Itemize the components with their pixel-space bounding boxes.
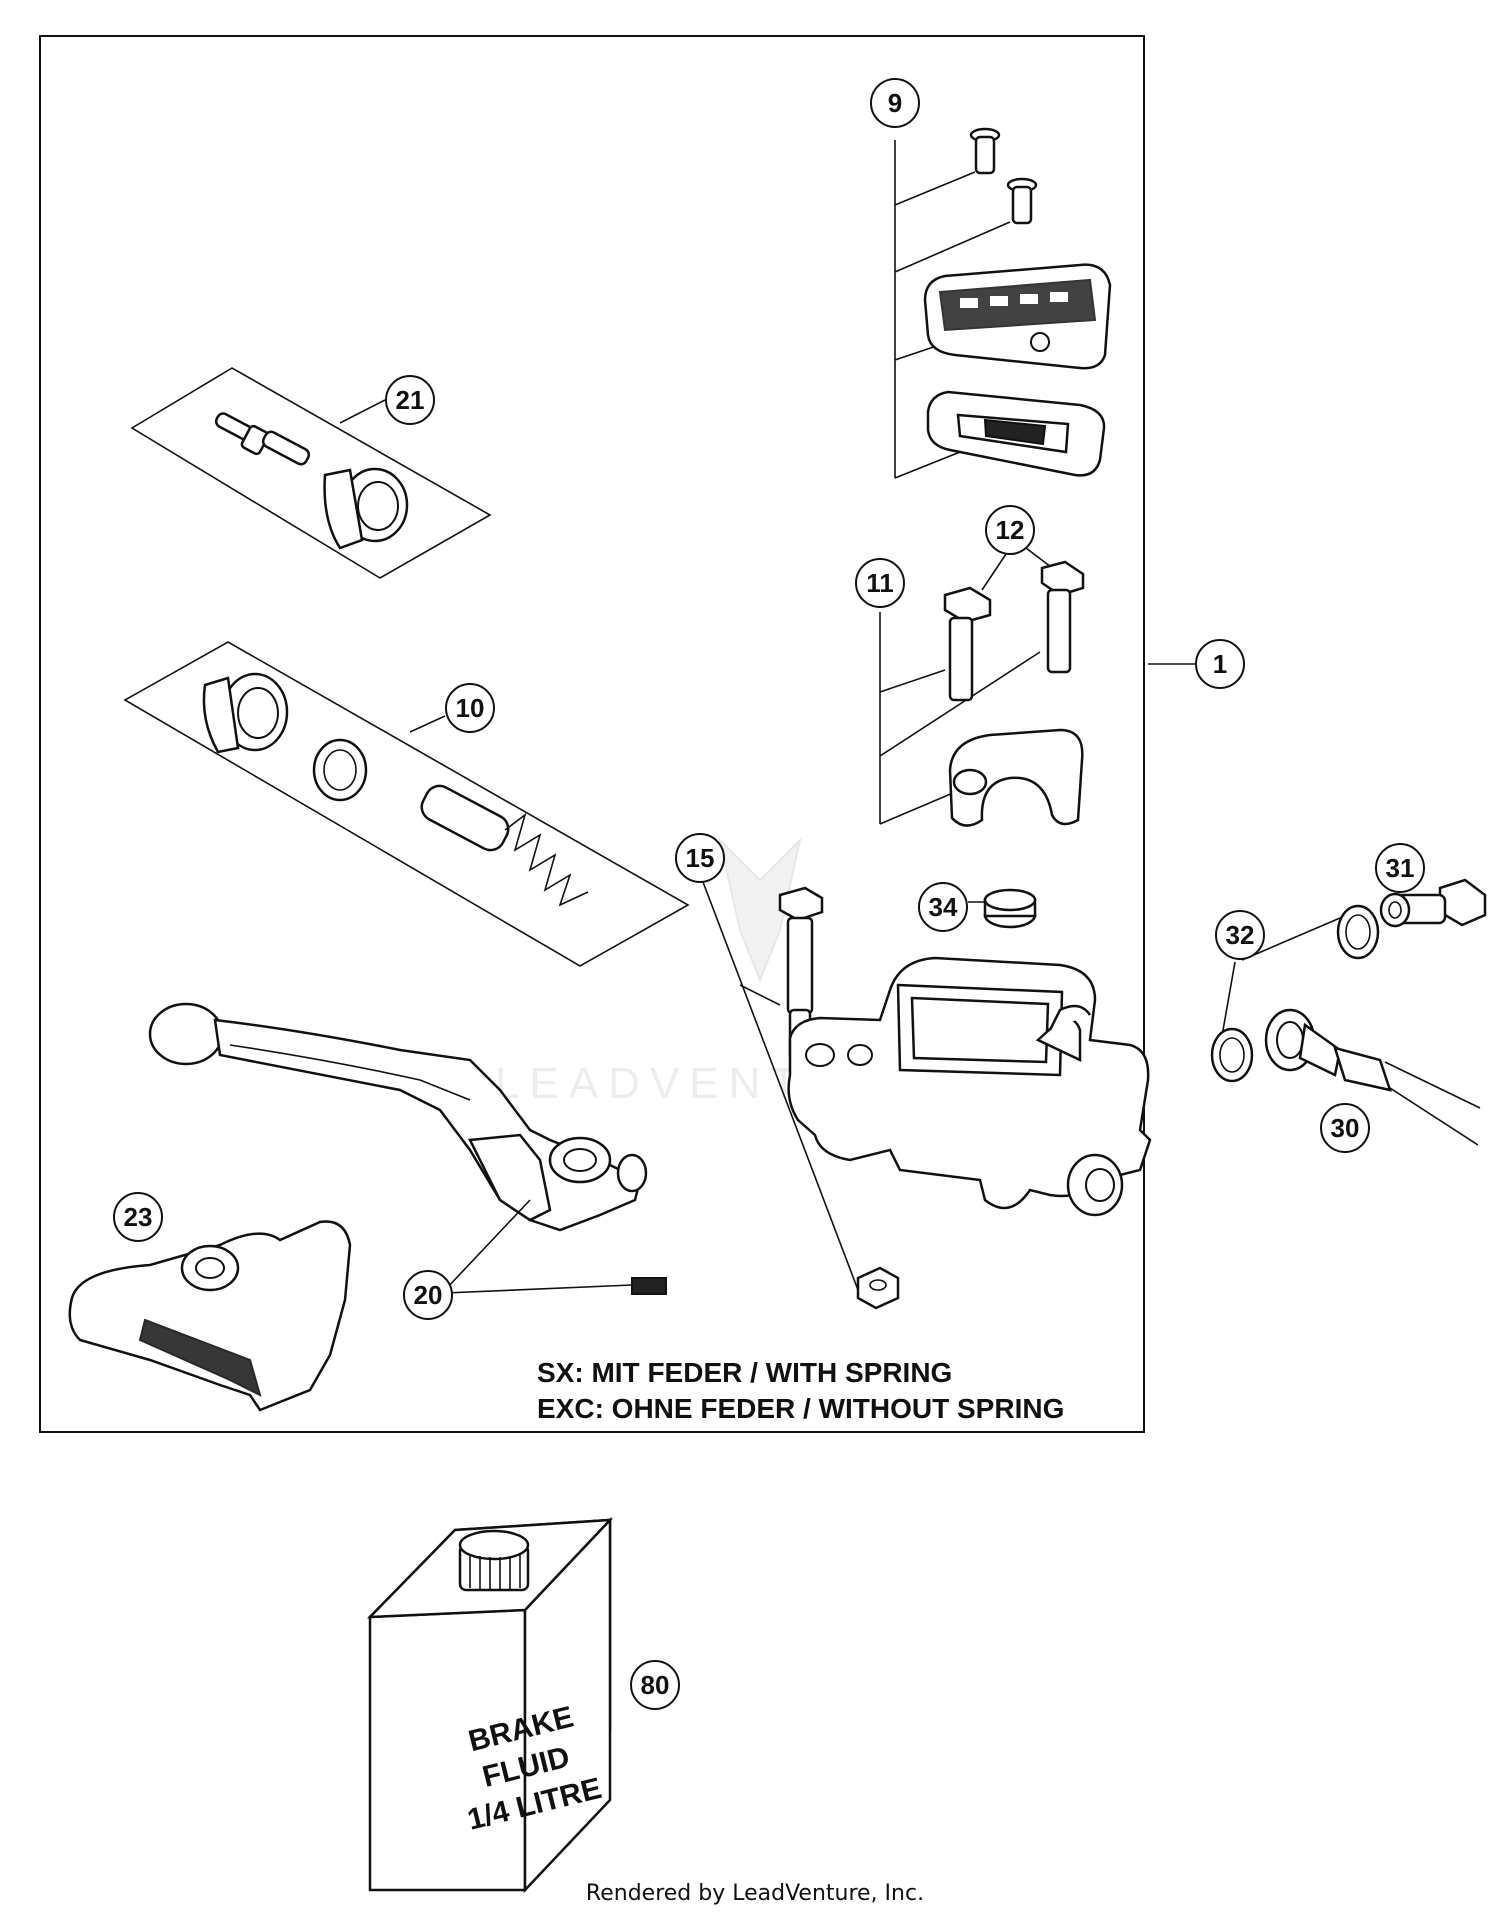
callout-15[interactable]: 15 [675, 833, 725, 883]
clamp-bolt [943, 586, 992, 702]
fluid-can-cap [458, 1529, 530, 1592]
kit-21 [130, 367, 492, 579]
circlip [312, 738, 368, 802]
spring-note-line2: EXC: OHNE FEDER / WITHOUT SPRING [537, 1393, 1064, 1424]
callout-20-label: 20 [414, 1280, 443, 1310]
assembly-frame [39, 35, 1145, 1433]
reservoir-cover-group [894, 127, 1112, 479]
cover-screw [1006, 177, 1038, 225]
sealing-washer-group [1210, 904, 1380, 1083]
brake-fluid-can: BRAKE FLUID 1/4 LITRE [366, 1516, 614, 1894]
callout-21-label: 21 [396, 385, 425, 415]
callout-32[interactable]: 32 [1215, 910, 1265, 960]
cover-screw [969, 127, 1001, 175]
spring-note-line1: SX: MIT FEDER / WITH SPRING [537, 1357, 952, 1388]
callout-30[interactable]: 30 [1320, 1103, 1370, 1153]
callout-31-label: 31 [1386, 853, 1415, 883]
callout-23[interactable]: 23 [113, 1192, 163, 1242]
piston-cup [202, 672, 289, 754]
callout-32-label: 32 [1226, 920, 1255, 950]
callout-23-label: 23 [124, 1202, 153, 1232]
brake-hose [1264, 1008, 1481, 1146]
callout-9-label: 9 [888, 88, 902, 118]
callout-11[interactable]: 11 [855, 558, 905, 608]
piston-spring [420, 784, 589, 907]
callout-34-label: 34 [929, 892, 958, 922]
callout-10-label: 10 [456, 693, 485, 723]
clamp-group [879, 547, 1085, 827]
callout-1[interactable]: 1 [1195, 639, 1245, 689]
callout-21[interactable]: 21 [385, 375, 435, 425]
sealing-washer [1210, 1027, 1254, 1083]
callout-80[interactable]: 80 [630, 1660, 680, 1710]
callout-80-label: 80 [641, 1670, 670, 1700]
callout-9[interactable]: 9 [870, 78, 920, 128]
piston-seal [323, 467, 409, 550]
pivot-nut [856, 1266, 900, 1310]
banjo-bolt [1379, 878, 1487, 928]
bleeder-cap [968, 888, 1037, 929]
callout-12-label: 12 [996, 515, 1025, 545]
pushrod [214, 412, 311, 466]
handlebar-clamp [948, 728, 1084, 827]
master-cylinder-body [787, 956, 1152, 1217]
clamp-bolt [1040, 560, 1085, 674]
sealing-washer [1336, 904, 1380, 960]
brake-lever [148, 1002, 667, 1295]
lever-guard [68, 1220, 352, 1412]
callout-20[interactable]: 20 [403, 1270, 453, 1320]
callout-10[interactable]: 10 [445, 683, 495, 733]
reservoir-cover [923, 263, 1112, 370]
callout-34[interactable]: 34 [918, 882, 968, 932]
footer-credit: Rendered by LeadVenture, Inc. [586, 1881, 924, 1906]
kit-10 [123, 641, 690, 967]
reservoir-gasket [926, 390, 1106, 477]
callout-12[interactable]: 12 [985, 505, 1035, 555]
callout-31[interactable]: 31 [1375, 843, 1425, 893]
callout-30-label: 30 [1331, 1113, 1360, 1143]
callout-15-label: 15 [686, 843, 715, 873]
callout-11-label: 11 [866, 568, 894, 598]
callout-1-label: 1 [1213, 649, 1227, 679]
